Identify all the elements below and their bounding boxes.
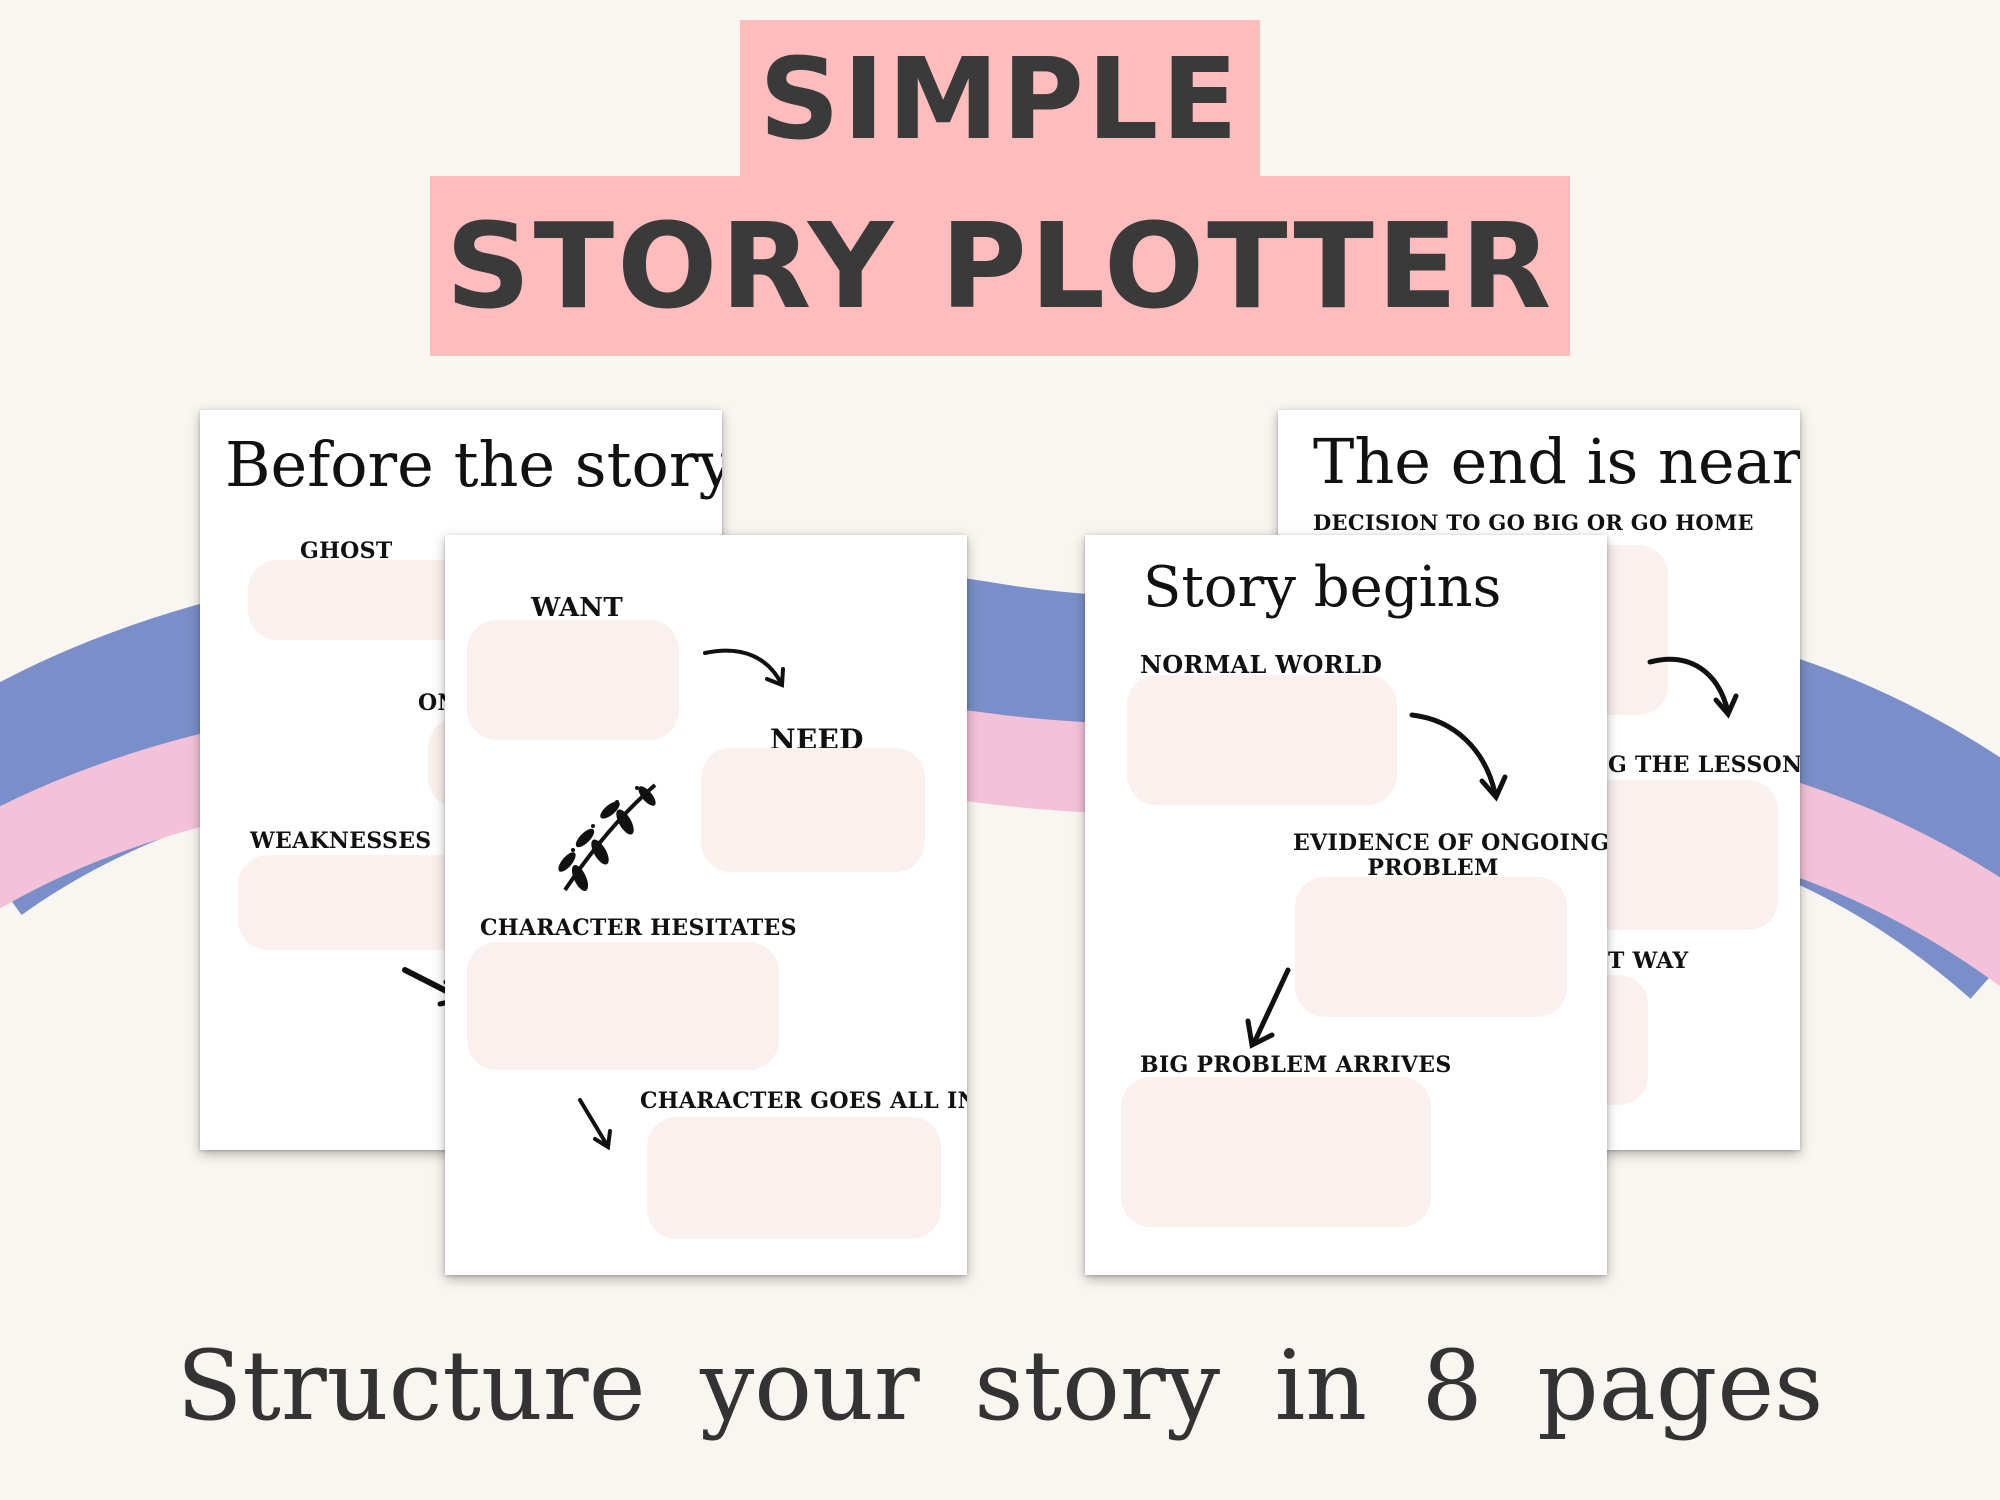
field-character-hesitates xyxy=(467,942,779,1070)
page-story-begins: Story begins NORMAL WORLD EVIDENCE OF ON… xyxy=(1085,535,1607,1275)
field-need xyxy=(701,748,925,872)
field-evidence xyxy=(1295,877,1567,1017)
page-want-need: WANT NEED CHARACTER HESITATES CHARACTER … xyxy=(445,535,967,1275)
leaf-branch-icon xyxy=(558,783,657,892)
field-character-goes-all-in xyxy=(647,1117,941,1239)
field-big-problem-arrives xyxy=(1121,1077,1431,1227)
page-title: The end is near xyxy=(1313,425,1800,498)
label-problem: PROBLEM xyxy=(1367,855,1499,881)
arrow-icon xyxy=(703,648,785,688)
title-line-simple: SIMPLE xyxy=(740,20,1260,180)
title-line-story-plotter: STORY PLOTTER xyxy=(430,176,1570,356)
arrow-icon xyxy=(1647,656,1739,719)
arrow-icon xyxy=(578,1098,612,1151)
footer-tagline: Structure your story in 8 pages xyxy=(176,1330,1824,1442)
label-lesson: G THE LESSON xyxy=(1608,752,1800,778)
page-title: Before the story xyxy=(225,428,722,501)
field-normal-world xyxy=(1127,675,1397,805)
label-way: T WAY xyxy=(1608,948,1689,974)
label-character-hesitates: CHARACTER HESITATES xyxy=(480,915,797,941)
page-title: Story begins xyxy=(1143,555,1502,620)
label-weaknesses: WEAKNESSES xyxy=(250,828,432,854)
label-evidence: EVIDENCE OF ONGOING xyxy=(1293,830,1607,856)
label-normal-world: NORMAL WORLD xyxy=(1140,650,1383,679)
label-ghost: GHOST xyxy=(300,538,393,564)
label-decision: DECISION TO GO BIG OR GO HOME xyxy=(1313,510,1754,535)
label-character-goes-all-in: CHARACTER GOES ALL IN xyxy=(640,1088,967,1114)
arrow-icon xyxy=(1409,712,1508,802)
label-want: WANT xyxy=(531,593,624,623)
arrow-icon xyxy=(1245,967,1291,1049)
label-big-problem-arrives: BIG PROBLEM ARRIVES xyxy=(1140,1052,1452,1078)
field-want xyxy=(467,620,679,740)
